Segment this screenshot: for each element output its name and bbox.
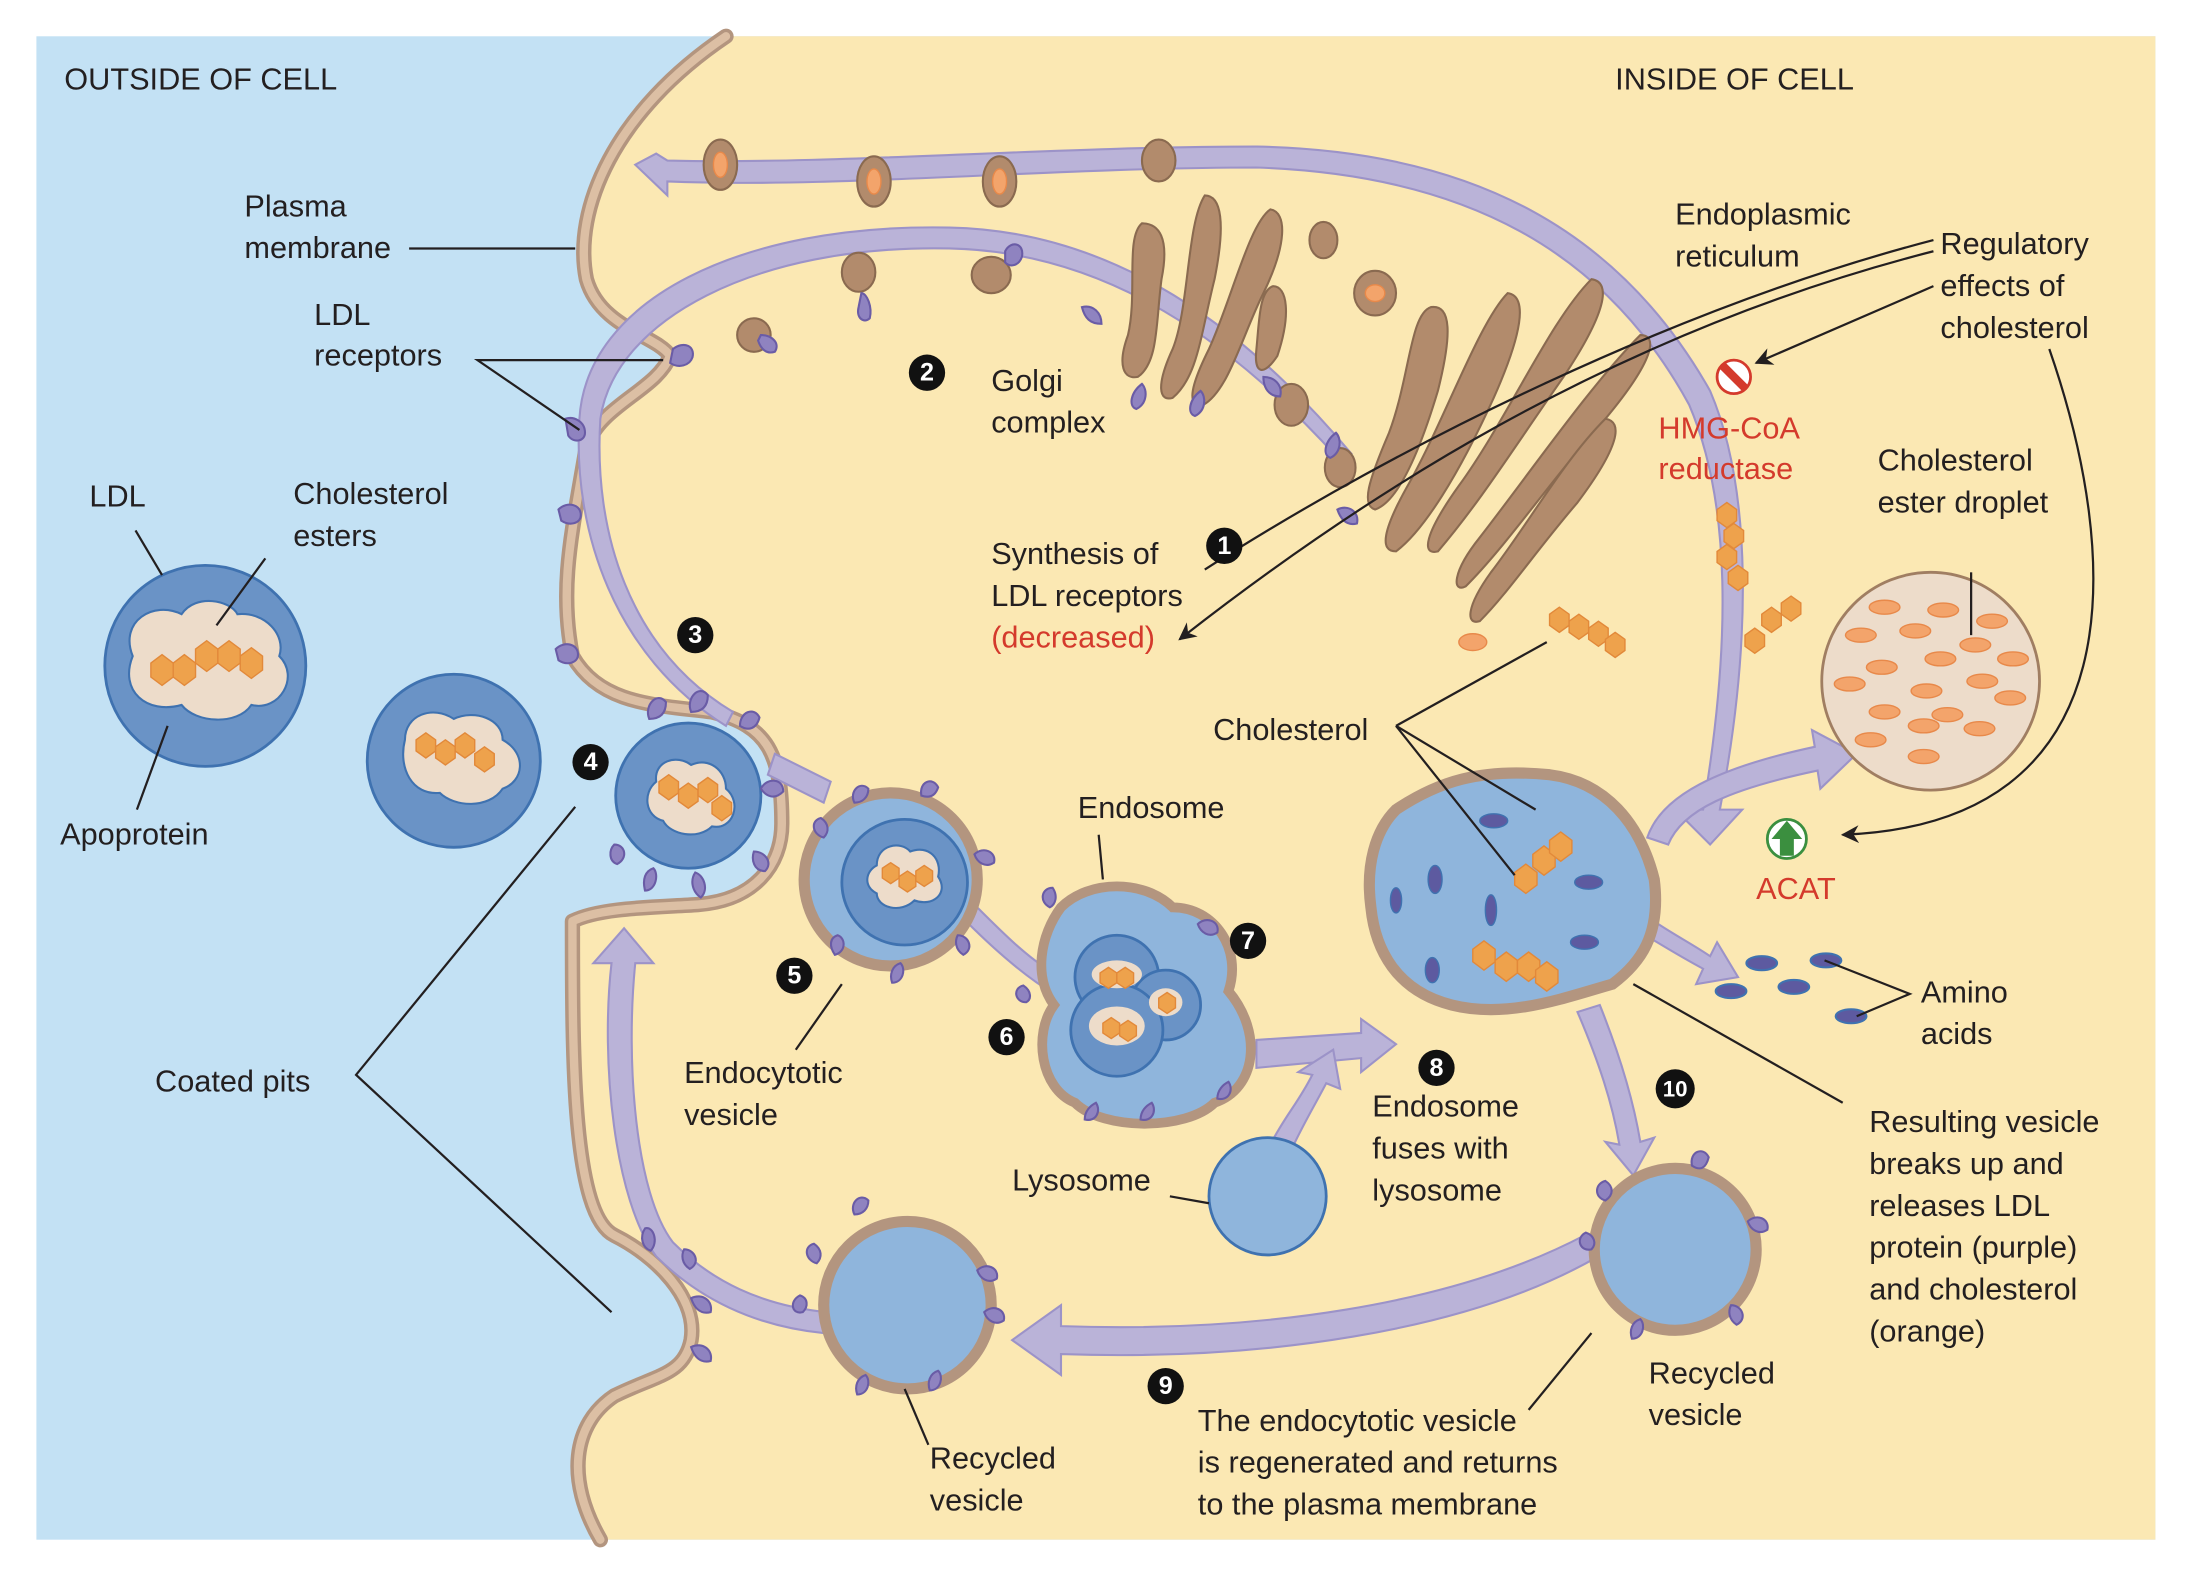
amino-acids-label-2: acids [1921, 1016, 1993, 1051]
golgi-label-2: complex [991, 405, 1106, 440]
inhibit-icon [1715, 358, 1752, 396]
acat-label: ACAT [1756, 871, 1836, 906]
inside-region [566, 36, 2156, 1540]
synthesis-label: Synthesis of [991, 536, 1159, 571]
ester-droplet-label-2: ester droplet [1878, 484, 2049, 519]
recycled-vesicle-left-label-2: vesicle [930, 1482, 1024, 1517]
step-6-badge: 6 [988, 1019, 1025, 1056]
lysosome [1207, 1136, 1328, 1257]
plasma-membrane-label: Plasma [244, 188, 347, 223]
regulatory-label-3: cholesterol [1940, 310, 2088, 345]
membrane-receptors-lower [641, 1227, 713, 1363]
er-label-2: reticulum [1675, 239, 1800, 274]
regenerated-label-2: is regenerated and returns [1198, 1445, 1558, 1480]
recycled-vesicle-right [1578, 1150, 1769, 1340]
amino-acids-label: Amino [1921, 974, 2008, 1009]
resulting-vesicle [1363, 767, 1662, 1016]
step-6-number: 6 [1000, 1023, 1014, 1051]
regulatory-label: Regulatory [1940, 226, 2089, 261]
synthesis-decreased-label: (decreased) [991, 620, 1155, 655]
endocytotic-vesicle [798, 780, 996, 984]
step-9-number: 9 [1159, 1372, 1173, 1400]
step-7-badge: 7 [1229, 922, 1267, 959]
regenerated-label: The endocytotic vesicle [1198, 1403, 1517, 1438]
ldl-receptors-label-2: receptors [314, 338, 442, 373]
recycled-vesicle-right-label-2: vesicle [1649, 1397, 1743, 1432]
labels: OUTSIDE OF CELL INSIDE OF CELL Plasma me… [60, 61, 2099, 1521]
step-8-badge: 8 [1418, 1049, 1455, 1087]
apoprotein-label: Apoprotein [60, 817, 208, 852]
step-4-number: 4 [584, 748, 598, 776]
ldl-receptors-label: LDL [314, 297, 370, 332]
step-1-number: 1 [1217, 532, 1231, 560]
step-5-number: 5 [787, 962, 801, 990]
resulting-vesicle-label-6: (orange) [1869, 1313, 1985, 1348]
free-cholesterol [1548, 501, 1802, 659]
recycled-vesicle-right-label: Recycled [1649, 1355, 1775, 1390]
ldl-label: LDL [89, 479, 145, 514]
plasma-membrane [559, 28, 790, 1548]
lysosome-label: Lysosome [1012, 1163, 1151, 1198]
endosome-fuses-label-3: lysosome [1372, 1172, 1502, 1207]
coated-pit-vesicle [609, 690, 785, 899]
step-5-badge: 5 [776, 957, 813, 994]
resulting-vesicle-label-5: and cholesterol [1869, 1272, 2077, 1307]
resulting-vesicle-label-3: releases LDL [1869, 1188, 2050, 1223]
step-3-number: 3 [688, 621, 702, 649]
recycled-vesicle-left [791, 1196, 1006, 1396]
golgi-label: Golgi [991, 363, 1063, 398]
up-arrow-icon [1765, 818, 1808, 860]
step-badges: 1 2 3 4 5 6 7 8 9 10 [572, 354, 1695, 1405]
coated-pits-label: Coated pits [155, 1064, 310, 1099]
cholesterol-label: Cholesterol [1213, 712, 1368, 747]
ldl-particle-approaching [365, 672, 542, 849]
cholesterol-esters-label: Cholesterol [293, 476, 448, 511]
regenerated-label-3: to the plasma membrane [1198, 1487, 1537, 1522]
resulting-vesicle-label-4: protein (purple) [1869, 1230, 2077, 1265]
step-10-badge: 10 [1655, 1069, 1695, 1109]
ester-droplet-label: Cholesterol [1878, 442, 2033, 477]
cholesterol-esters-label-2: esters [293, 518, 377, 553]
step-1-badge: 1 [1206, 527, 1243, 564]
hmg-coa-label: HMG-CoA [1658, 410, 1800, 445]
resulting-vesicle-label: Resulting vesicle [1869, 1104, 2099, 1139]
step-10-number: 10 [1663, 1076, 1688, 1101]
hmg-coa-label-2: reductase [1658, 451, 1793, 486]
step-3-badge: 3 [677, 616, 714, 654]
synthesis-label-2: LDL receptors [991, 578, 1183, 613]
step-2-badge: 2 [908, 354, 946, 391]
outside-label: OUTSIDE OF CELL [64, 61, 337, 96]
er-label: Endoplasmic [1675, 197, 1851, 232]
endosome [1015, 881, 1256, 1129]
resulting-vesicle-label-2: breaks up and [1869, 1146, 2063, 1181]
endosome-label: Endosome [1078, 790, 1225, 825]
recycled-vesicle-left-label: Recycled [930, 1440, 1056, 1475]
regulatory-label-2: effects of [1940, 268, 2064, 303]
step-7-number: 7 [1241, 927, 1255, 955]
endocytotic-vesicle-label: Endocytotic [684, 1055, 843, 1090]
endosome-fuses-label: Endosome [1372, 1089, 1519, 1124]
endosome-fuses-label-2: fuses with [1372, 1131, 1508, 1166]
cholesterol-ester-droplet [1820, 570, 2041, 792]
plasma-membrane-label-2: membrane [244, 230, 391, 265]
step-9-badge: 9 [1147, 1367, 1184, 1405]
golgi-and-er [702, 138, 1652, 652]
step-4-badge: 4 [572, 744, 609, 781]
step-2-number: 2 [920, 359, 934, 387]
endocytotic-vesicle-label-2: vesicle [684, 1097, 778, 1132]
leader-lines [134, 239, 2095, 1446]
ldl-particle [103, 563, 308, 768]
step-8-number: 8 [1430, 1054, 1444, 1082]
ldl-receptors [554, 243, 1359, 665]
inside-label: INSIDE OF CELL [1615, 61, 1854, 96]
